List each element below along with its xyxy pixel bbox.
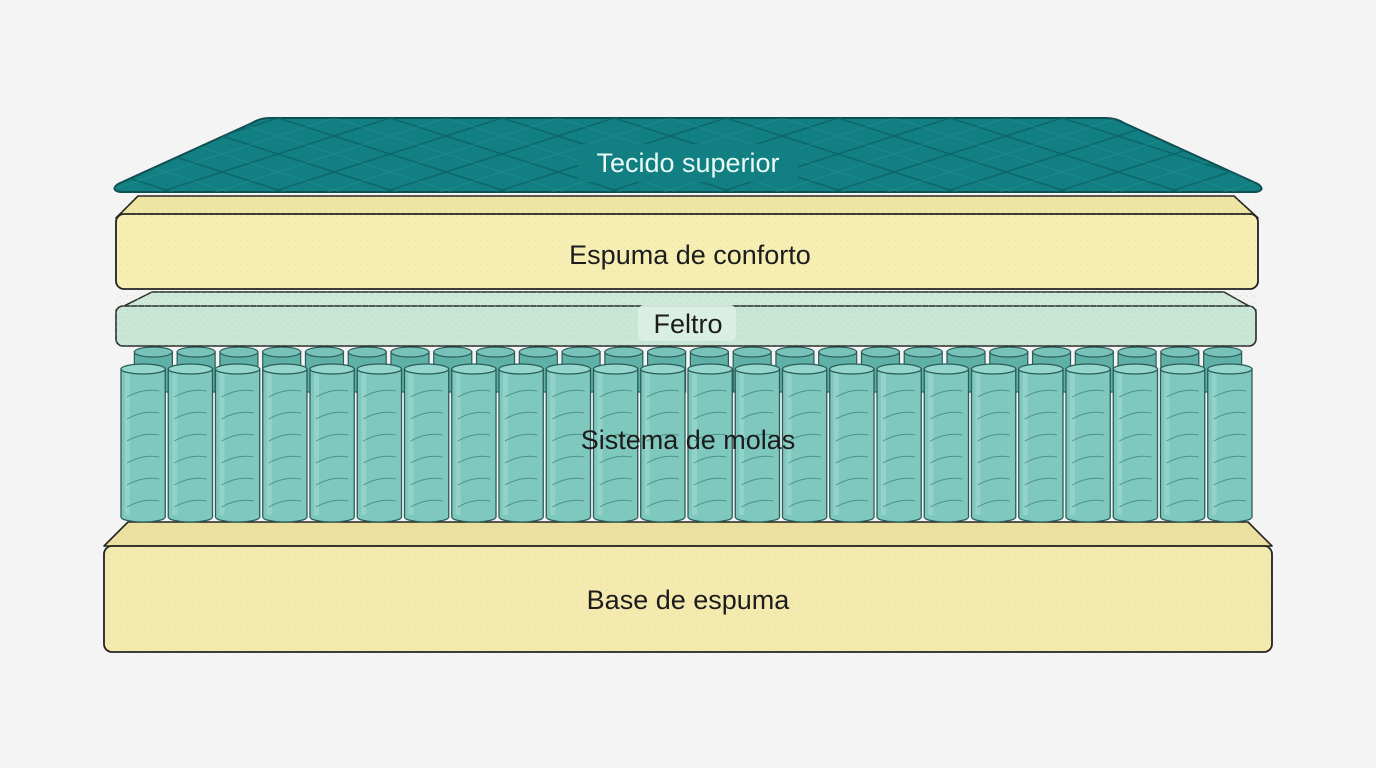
spring-coil (451, 363, 497, 523)
spring-coil (356, 363, 403, 523)
spring-coil (829, 363, 875, 523)
comfort-foam-layer: Espuma de conforto (115, 195, 1259, 290)
spring-coil (1207, 363, 1253, 523)
spring-system-layer: Sistema de molas (120, 346, 1253, 523)
spring-coil (1065, 363, 1111, 523)
spring-coil (970, 363, 1017, 523)
spring-coil (923, 363, 970, 523)
spring-coil (262, 363, 308, 523)
spring-coil (120, 363, 166, 523)
spring-coil (592, 363, 639, 523)
spring-coil (876, 363, 922, 523)
top-fabric-label: Tecido superior (596, 148, 779, 178)
top-fabric-layer: Tecido superior (113, 117, 1263, 193)
felt-label-chip (638, 305, 736, 341)
spring-coil (1159, 363, 1206, 523)
spring-coil (640, 363, 686, 523)
foam-base-top-face (103, 521, 1273, 547)
spring-coil (1018, 363, 1064, 523)
spring-coil (734, 363, 781, 523)
spring-coil (309, 363, 355, 523)
spring-coil (687, 363, 733, 523)
spring-coil (781, 363, 828, 523)
foam-base-layer: Base de espuma (103, 521, 1273, 653)
felt-label: Feltro (653, 309, 722, 339)
foam-base-label: Base de espuma (587, 585, 791, 615)
spring-coil (167, 363, 214, 523)
top-fabric-label-chip (578, 144, 798, 182)
spring-coil (545, 363, 592, 523)
spring-coil (1112, 363, 1159, 523)
spring-coil (498, 363, 544, 523)
felt-layer: Feltro (115, 291, 1257, 347)
spring-system-label: Sistema de molas (581, 425, 796, 455)
springs-front-row (120, 363, 1253, 523)
spring-coil (214, 363, 261, 523)
comfort-foam-label: Espuma de conforto (569, 240, 811, 270)
spring-coil (403, 363, 450, 523)
